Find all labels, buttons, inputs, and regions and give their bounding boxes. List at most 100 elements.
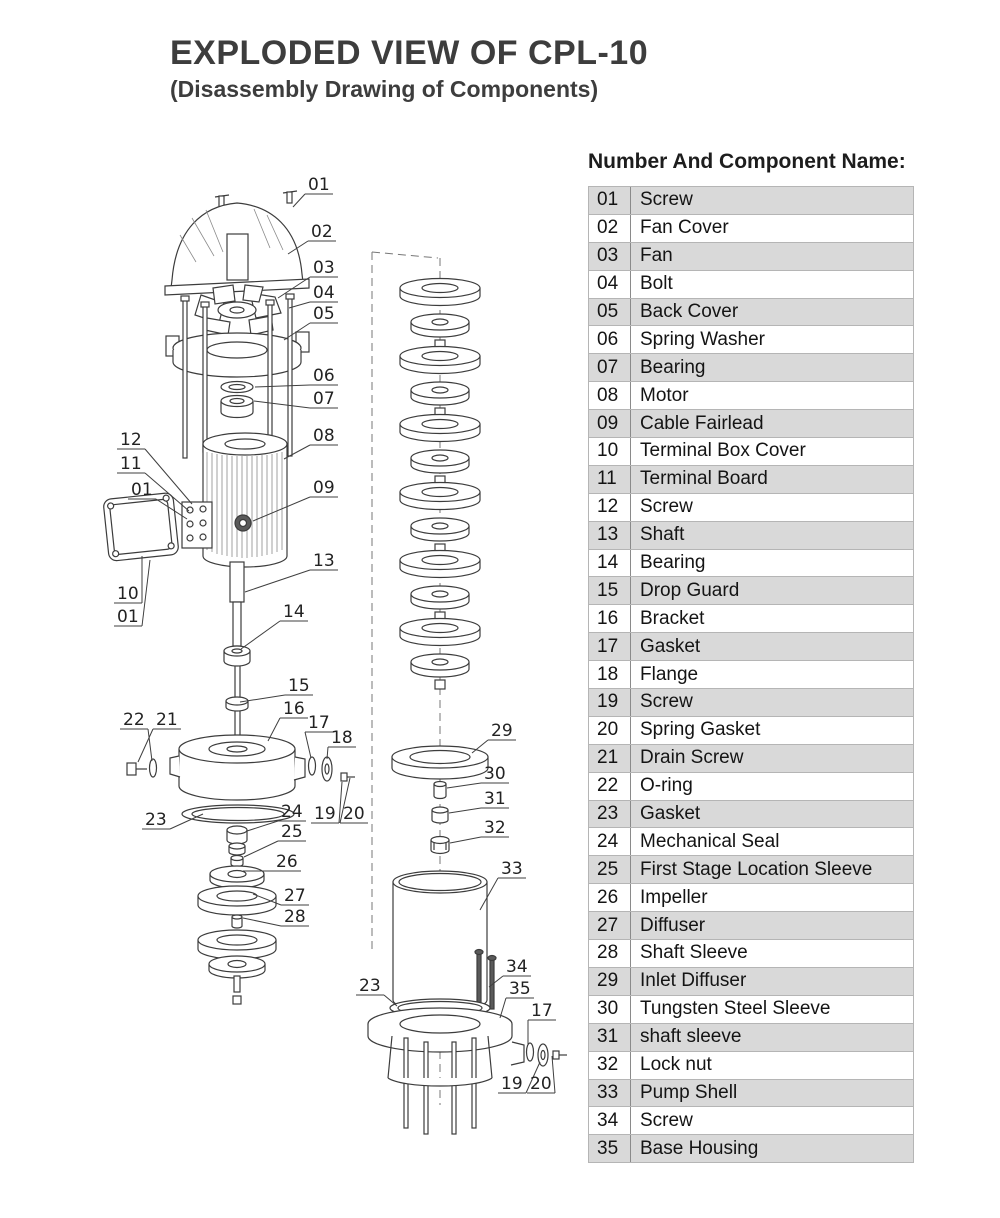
callout-06: 06: [313, 366, 335, 386]
table-row: 16 Bracket: [588, 605, 914, 634]
table-row: 07 Bearing: [588, 354, 914, 383]
part-name: Screw: [640, 691, 693, 713]
impeller: [209, 865, 265, 889]
table-row: 33 Pump Shell: [588, 1079, 914, 1108]
table-row: 11 Terminal Board: [588, 465, 914, 494]
part-name: Diffuser: [640, 914, 706, 936]
table-row: 31 shaft sleeve: [588, 1023, 914, 1052]
part-name: Drain Screw: [640, 747, 744, 769]
lock-nut: [430, 835, 450, 855]
callout-12: 12: [120, 430, 142, 450]
part-number: 02: [589, 214, 631, 242]
table-row: 01 Screw: [588, 187, 914, 215]
part-name: Tungsten Steel Sleeve: [640, 998, 831, 1020]
part-number: 17: [589, 633, 631, 661]
table-row: 28 Shaft Sleeve: [588, 940, 914, 968]
part-number: 12: [589, 493, 631, 521]
diffuser: [197, 885, 277, 916]
callout-32: 32: [484, 818, 506, 838]
part-name: Screw: [640, 1109, 693, 1131]
table-row: 05 Back Cover: [588, 298, 914, 327]
part-name: Flange: [640, 663, 699, 685]
part-name: Inlet Diffuser: [640, 970, 747, 992]
callout-33: 33: [501, 859, 523, 879]
flange: [321, 756, 333, 782]
table-row: 23 Gasket: [588, 800, 914, 829]
callout-04: 04: [313, 283, 335, 303]
callout-09: 09: [313, 478, 335, 498]
callout-15: 15: [288, 676, 310, 696]
inlet-diffuser: [391, 745, 489, 780]
part-number: 15: [589, 577, 631, 605]
callout-25: 25: [281, 822, 303, 842]
part-name: Screw: [640, 189, 693, 211]
table-row: 18 Flange: [588, 661, 914, 690]
part-number: 05: [589, 298, 631, 326]
table-row: 08 Motor: [588, 382, 914, 411]
callout-11: 11: [120, 454, 142, 474]
callout-01: 01: [117, 607, 139, 627]
table-row: 06 Spring Washer: [588, 326, 914, 355]
part-number: 27: [589, 912, 631, 940]
part-name: Gasket: [640, 803, 701, 825]
callout-28: 28: [284, 907, 306, 927]
part-number: 07: [589, 354, 631, 382]
part-name: Back Cover: [640, 301, 739, 322]
bearing-upper: [220, 394, 254, 419]
part-name: Bracket: [640, 607, 705, 629]
part-number: 28: [589, 940, 631, 967]
parts-table: Number And Component Name: 01 Screw 02 F…: [588, 150, 914, 1164]
callout-21: 21: [156, 710, 178, 730]
part-name: Bolt: [640, 273, 673, 295]
part-name: O-ring: [640, 775, 693, 797]
part-number: 04: [589, 270, 631, 298]
part-number: 26: [589, 884, 631, 912]
gasket-base-port: [525, 1042, 535, 1062]
part-name: Fan Cover: [640, 217, 729, 239]
part-number: 20: [589, 716, 631, 744]
part-name: Cable Fairlead: [640, 412, 764, 434]
callout-03: 03: [313, 258, 335, 278]
table-row: 27 Diffuser: [588, 912, 914, 941]
table-row: 14 Bearing: [588, 549, 914, 578]
callout-24: 24: [281, 802, 303, 822]
part-name: Motor: [640, 384, 689, 406]
part-number: 14: [589, 549, 631, 577]
part-name: Shaft Sleeve: [640, 942, 748, 964]
part-number: 11: [589, 465, 631, 493]
bracket: [169, 734, 306, 801]
table-row: 21 Drain Screw: [588, 744, 914, 773]
table-row: 30 Tungsten Steel Sleeve: [588, 995, 914, 1024]
part-number: 21: [589, 744, 631, 772]
part-name: Mechanical Seal: [640, 830, 780, 852]
callout-23: 23: [145, 810, 167, 830]
part-number: 03: [589, 242, 631, 270]
cable-fairlead: [234, 514, 252, 532]
part-number: 29: [589, 967, 631, 995]
terminal-box-cover: [103, 492, 179, 562]
table-row: 35 Base Housing: [588, 1135, 914, 1164]
table-row: 10 Terminal Box Cover: [588, 438, 914, 466]
table-rows: 01 Screw 02 Fan Cover 03 Fan 04 Bolt 05 …: [588, 186, 914, 1164]
part-number: 33: [589, 1079, 631, 1107]
table-row: 04 Bolt: [588, 270, 914, 299]
part-name: Pump Shell: [640, 1081, 738, 1103]
part-number: 32: [589, 1051, 631, 1079]
callout-35: 35: [509, 979, 531, 999]
table-header: Number And Component Name:: [588, 150, 906, 173]
part-name: Bearing: [640, 356, 706, 378]
callout-18: 18: [331, 728, 353, 748]
callout-30: 30: [484, 764, 506, 784]
part-name: Fan: [640, 245, 673, 267]
bearing-lower: [223, 645, 251, 667]
table-row: 09 Cable Fairlead: [588, 410, 914, 439]
page-title: EXPLODED VIEW OF CPL-10: [170, 34, 649, 72]
part-number: 19: [589, 689, 631, 716]
part-number: 34: [589, 1107, 631, 1135]
part-name: Terminal Board: [640, 468, 768, 490]
fan: [194, 284, 282, 336]
table-row: 19 Screw: [588, 689, 914, 717]
location-sleeve: [230, 854, 244, 868]
part-number: 10: [589, 438, 631, 465]
